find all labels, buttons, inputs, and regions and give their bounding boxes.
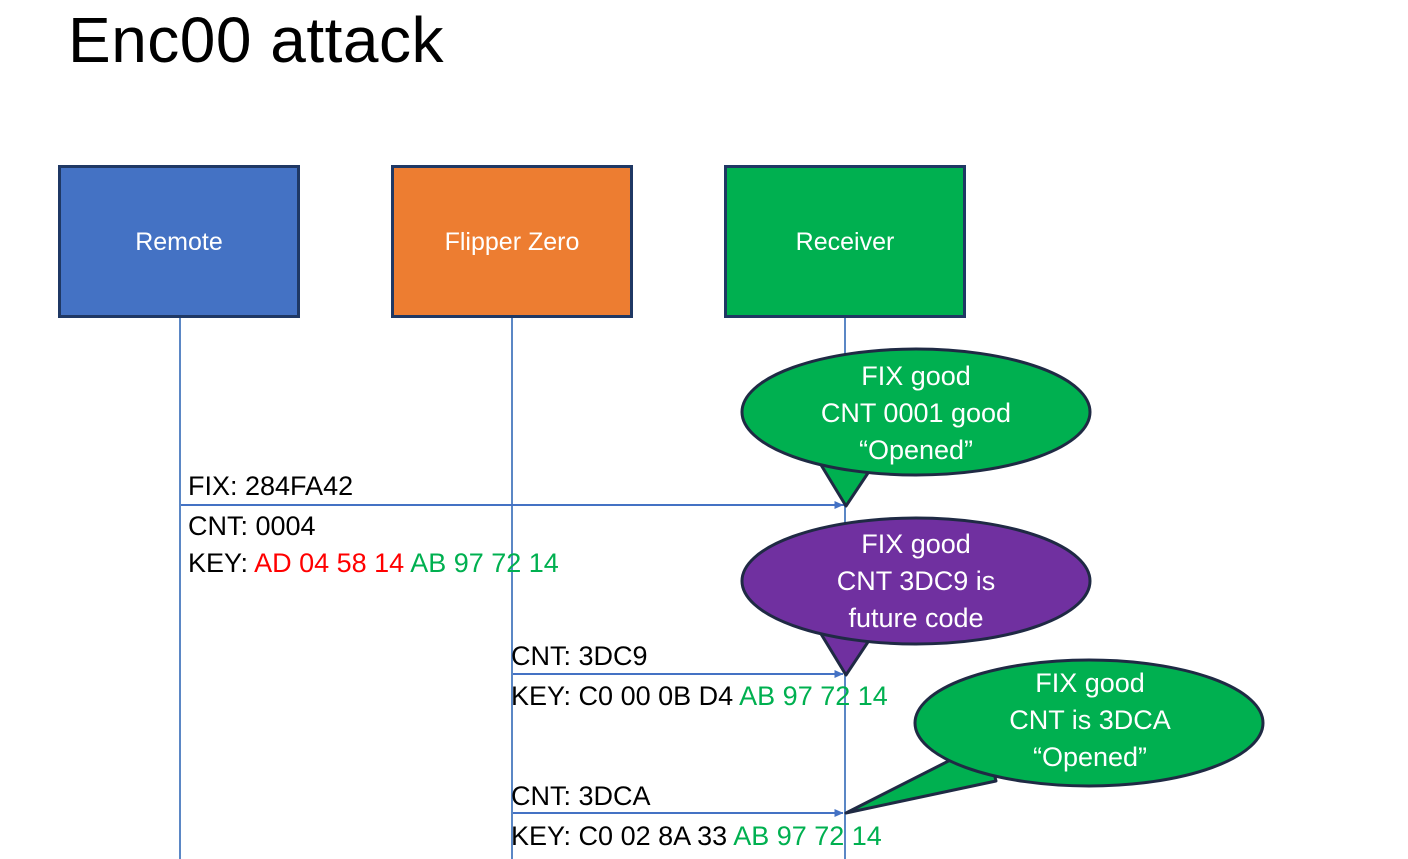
key-bytes-fixed: AB 97 72 14 xyxy=(739,681,888,711)
message-label-cnt-3dca: CNT: 3DCA xyxy=(511,781,651,811)
key-bytes-encrypted: C0 00 0B D4 xyxy=(578,681,740,711)
key-bytes-encrypted: AD 04 58 14 xyxy=(254,548,411,578)
key-bytes-encrypted: C0 02 8A 33 xyxy=(578,821,734,851)
message-label-key-3dc9: KEY: C0 00 0B D4 AB 97 72 14 xyxy=(511,678,888,714)
message-label-cnt-0004: CNT: 0004 xyxy=(188,511,316,541)
actor-box-remote[interactable]: Remote xyxy=(58,165,300,318)
actor-label-flipper-zero: Flipper Zero xyxy=(444,227,580,256)
actor-label-remote: Remote xyxy=(135,227,223,256)
bubble-body-2 xyxy=(740,516,1092,646)
actor-label-receiver: Receiver xyxy=(795,227,895,256)
bubble-receiver-ok-3dca xyxy=(844,658,1265,815)
message-label-key-remote: KEY: AD 04 58 14 AB 97 72 14 xyxy=(188,545,559,581)
message-label-cnt-3dc9: CNT: 3DC9 xyxy=(511,641,648,671)
actor-box-flipper-zero[interactable]: Flipper Zero xyxy=(391,165,633,318)
message-label-key-3dca: KEY: C0 02 8A 33 AB 97 72 14 xyxy=(511,818,882,854)
message-label-fix: FIX: 284FA42 xyxy=(188,471,354,501)
bubble-body-1 xyxy=(740,347,1092,477)
page-title: Enc00 attack xyxy=(68,4,444,76)
bubble-receiver-ok-0001 xyxy=(740,347,1092,508)
key-prefix: KEY: xyxy=(511,681,579,711)
key-bytes-fixed: AB 97 72 14 xyxy=(733,821,882,851)
actor-box-receiver[interactable]: Receiver xyxy=(724,165,966,318)
key-bytes-fixed: AB 97 72 14 xyxy=(410,548,559,578)
bubble-receiver-future-3dc9 xyxy=(740,516,1092,677)
key-prefix: KEY: xyxy=(511,821,579,851)
bubble-body-3 xyxy=(913,658,1265,788)
key-prefix: KEY: xyxy=(188,548,255,578)
